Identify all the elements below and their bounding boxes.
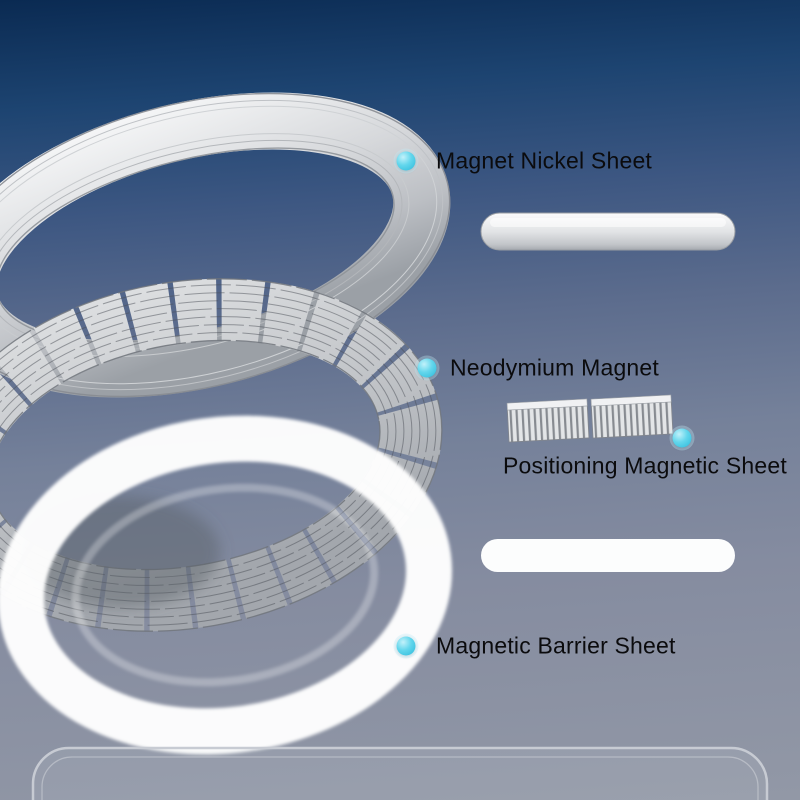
neodymium-ring-graphic <box>0 278 443 632</box>
callout-dot-icon <box>417 358 437 378</box>
callout-label-positioning-sheet: Positioning Magnetic Sheet <box>503 452 787 479</box>
positioning-sheet-graphic <box>506 394 674 443</box>
callout-label-neodymium-magnet: Neodymium Magnet <box>450 354 660 381</box>
phone-case-edge <box>31 746 769 800</box>
nickel-ring-graphic <box>0 92 451 398</box>
nickel-sheet-graphic <box>480 212 736 251</box>
callout-label-barrier-sheet: Magnetic Barrier Sheet <box>436 632 676 659</box>
callout-dot-icon <box>396 151 416 171</box>
callout-dot-icon <box>396 636 416 656</box>
callout-dot-icon <box>672 428 692 448</box>
barrier-ring-graphic <box>0 415 453 755</box>
barrier-sheet-graphic <box>481 539 735 572</box>
callout-label-nickel-sheet: Magnet Nickel Sheet <box>436 147 653 174</box>
